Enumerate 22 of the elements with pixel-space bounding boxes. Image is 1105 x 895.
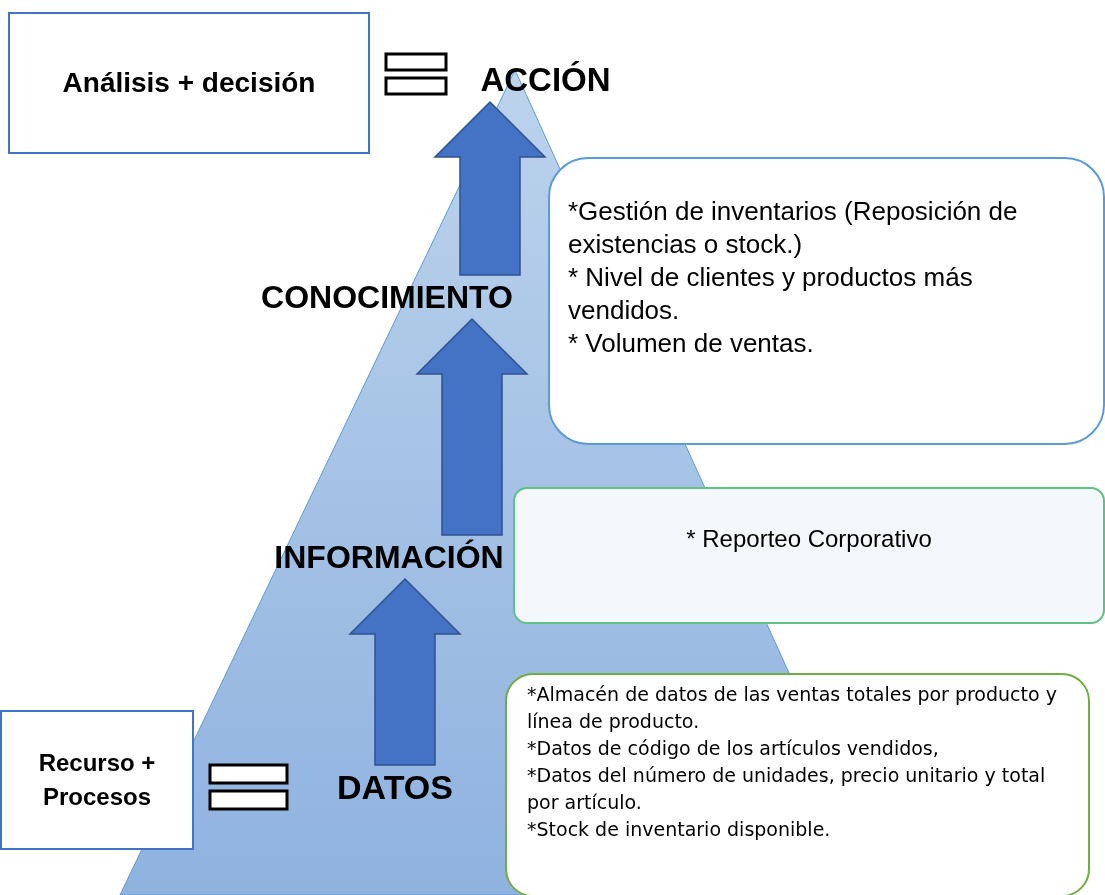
bullet-text: * Nivel de clientes y productos más vendidos. [568,261,974,327]
title-box [8,12,370,154]
note-card [513,487,1105,624]
bullet-text: *Almacén de datos de las ventas totales por producto y línea de producto. [527,682,1058,734]
bullet-text: *Datos de código de los artículos vendidos, [527,736,940,761]
bullet-text: * Volumen de ventas. [568,327,815,360]
block-arrow [415,317,529,536]
note-card [505,673,1090,895]
block-arrow [348,577,462,766]
level-title: DATOS [320,765,470,809]
block-arrow [433,100,547,276]
level-title: INFORMACIÓN [270,535,508,579]
level-title: CONOCIMIENTO [238,275,536,319]
level-title: ACCIÓN [468,58,623,102]
box-text: Recurso + Procesos [37,748,157,812]
side-box [0,710,194,850]
box-text: Análisis + decisión [62,67,316,99]
box-text: * Reporteo Corporativo [686,525,932,552]
bullet-text: *Gestión de inventarios (Reposición de existencias o stock.) [568,195,1019,261]
bullet-text: *Datos del número de unidades, precio unitario y total por artículo. [527,763,1047,815]
note-card [548,157,1105,445]
bullet-text: *Stock de inventario disponible. [527,817,832,842]
